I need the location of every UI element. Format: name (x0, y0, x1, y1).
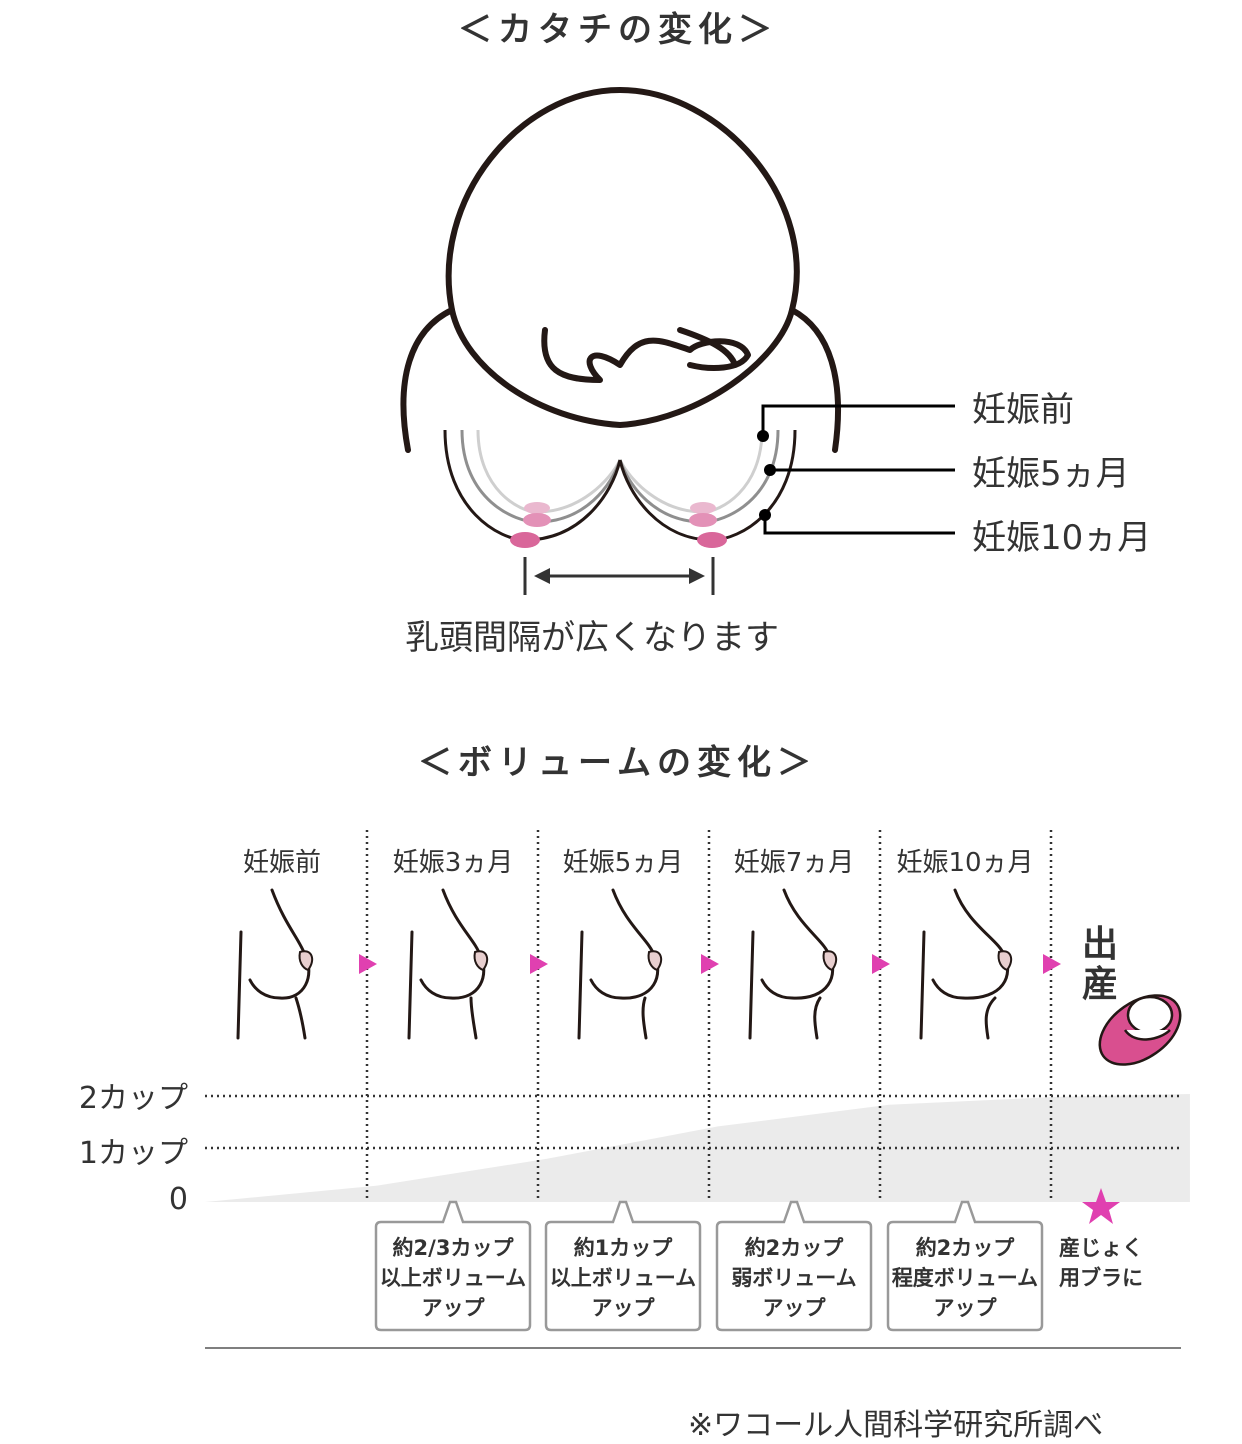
breast-profile-icon (919, 888, 1013, 1040)
arrow-icon (1043, 954, 1061, 974)
volume-section-title: ＜ボリュームの変化＞ (418, 743, 817, 783)
volume-callout: 約2カップ弱ボリュームアップ (719, 1233, 869, 1323)
column-label: 妊娠3ヵ月 (392, 848, 514, 878)
callout-line: アップ (933, 1296, 997, 1320)
arrow-icon (530, 954, 548, 974)
callout-line: 約2/3カップ (392, 1236, 514, 1260)
postpartum-note: 産じょく 用ブラに (1026, 1233, 1176, 1293)
footnote: ※ワコール人間科学研究所調べ (688, 1408, 1104, 1443)
arrow-icon (872, 954, 890, 974)
nipple-markers (510, 502, 727, 548)
legend-10-months: 妊娠10ヵ月 (972, 518, 1152, 558)
ytick-2cup: 2カップ (78, 1081, 188, 1116)
callout-box (544, 1200, 702, 1332)
callout-line: 以上ボリューム (379, 1266, 527, 1290)
breast-profile-icon (577, 888, 663, 1040)
callout-line: 約2カップ (744, 1236, 844, 1260)
shape-section-title: ＜カタチの変化＞ (458, 10, 778, 50)
breast-profile-icon (407, 888, 489, 1040)
callout-line: 以上ボリューム (549, 1266, 697, 1290)
callout-line: アップ (591, 1296, 655, 1320)
arrow-icon (701, 954, 719, 974)
volume-callout: 約2カップ程度ボリュームアップ (890, 1233, 1040, 1323)
volume-callout: 約1カップ以上ボリュームアップ (548, 1233, 698, 1323)
pregnant-woman-illustration (400, 87, 955, 595)
callout-line: アップ (762, 1296, 826, 1320)
shape-caption: 乳頭間隔が広くなります (405, 618, 779, 658)
nipple-distance-arrow (523, 557, 715, 595)
callout-line: 約1カップ (573, 1236, 673, 1260)
arrow-icon (359, 954, 377, 974)
legend-before-pregnancy: 妊娠前 (972, 390, 1074, 430)
column-label: 妊娠10ヵ月 (896, 848, 1034, 878)
baby-icon (1098, 994, 1182, 1066)
star-icon (1082, 1188, 1120, 1224)
callout-line: 程度ボリューム (891, 1266, 1039, 1290)
callout-box (374, 1200, 532, 1332)
birth-label: 出産 (1082, 924, 1119, 1005)
postpartum-line: 産じょく (1059, 1236, 1143, 1260)
callout-line: 弱ボリューム (731, 1266, 857, 1290)
callout-box (715, 1200, 873, 1332)
callout-line: 約2カップ (915, 1236, 1015, 1260)
volume-callout: 約2/3カップ以上ボリュームアップ (378, 1233, 528, 1323)
breast-profile-icon (748, 888, 838, 1040)
ytick-0: 0 (168, 1182, 188, 1217)
column-label: 妊娠5ヵ月 (562, 848, 684, 878)
postpartum-line: 用ブラに (1059, 1266, 1143, 1290)
column-label: 妊娠前 (242, 848, 321, 878)
callout-box (886, 1200, 1044, 1332)
ytick-1cup: 1カップ (78, 1136, 188, 1171)
callout-line: アップ (421, 1296, 485, 1320)
breast-profile-icon (236, 888, 314, 1040)
legend-5-months: 妊娠5ヵ月 (972, 454, 1130, 494)
column-label: 妊娠7ヵ月 (733, 848, 855, 878)
